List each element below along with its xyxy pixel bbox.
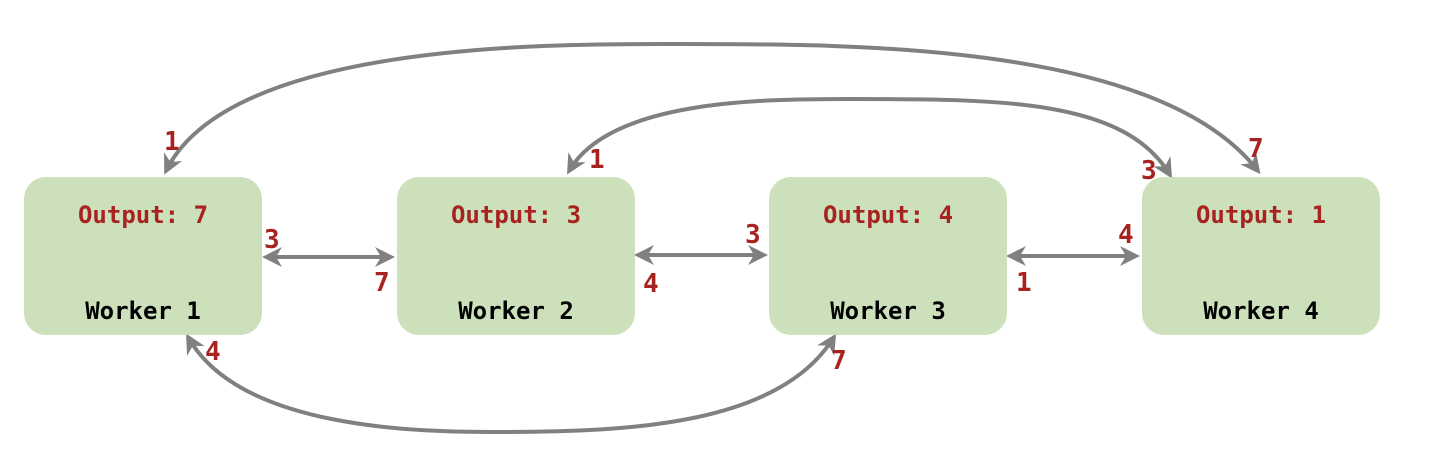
edge-label: 7 — [374, 268, 390, 298]
edge-label: 7 — [831, 346, 847, 376]
edge-w2-w4 — [566, 96, 1173, 179]
worker-node-1: Output: 7 Worker 1 — [24, 177, 262, 335]
edge-label: 1 — [1016, 268, 1032, 298]
edge-label: 3 — [264, 225, 280, 255]
worker-output: Output: 3 — [450, 201, 582, 229]
edge-label: 1 — [589, 145, 605, 175]
worker-node-4: Output: 1 Worker 4 — [1142, 177, 1380, 335]
worker-node-3: Output: 4 Worker 3 — [769, 177, 1007, 335]
worker-name: Worker 4 — [1203, 297, 1319, 325]
worker-output: Output: 4 — [822, 201, 954, 229]
worker-node-2: Output: 3 Worker 2 — [397, 177, 635, 335]
edge-label: 3 — [1141, 156, 1157, 186]
worker-output: Output: 7 — [77, 201, 209, 229]
edge-label: 4 — [643, 269, 659, 299]
worker-output: Output: 1 — [1195, 201, 1327, 229]
edge-w1-w4 — [164, 41, 1261, 175]
edge-label: 1 — [164, 127, 180, 157]
edge-label: 3 — [745, 220, 761, 250]
edge-label: 4 — [205, 337, 221, 367]
edge-w1-w3 — [186, 333, 837, 435]
worker-name: Worker 2 — [458, 297, 574, 325]
edge-label: 7 — [1248, 134, 1264, 164]
worker-name: Worker 1 — [85, 297, 201, 325]
edge-label: 4 — [1118, 220, 1134, 250]
worker-name: Worker 3 — [830, 297, 946, 325]
